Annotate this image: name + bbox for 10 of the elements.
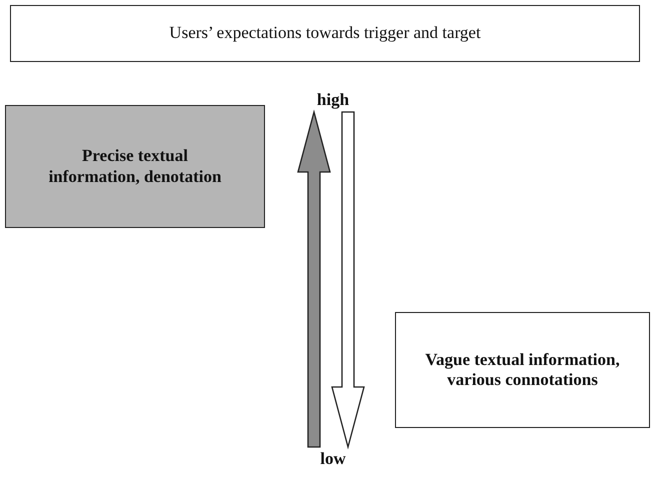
block-arrow [297,109,331,448]
block-arrow [331,111,365,450]
scale-label: high [316,90,350,110]
box-text: Users’ expectations towards trigger and target [169,23,481,44]
box-text: Vague textual information, various connotations [424,350,621,390]
scale-label: low [320,448,346,470]
box-text: Precise textual information, denotation [48,146,222,187]
shaded-box [5,105,265,228]
heading-box [10,5,640,62]
text-box [395,312,650,428]
